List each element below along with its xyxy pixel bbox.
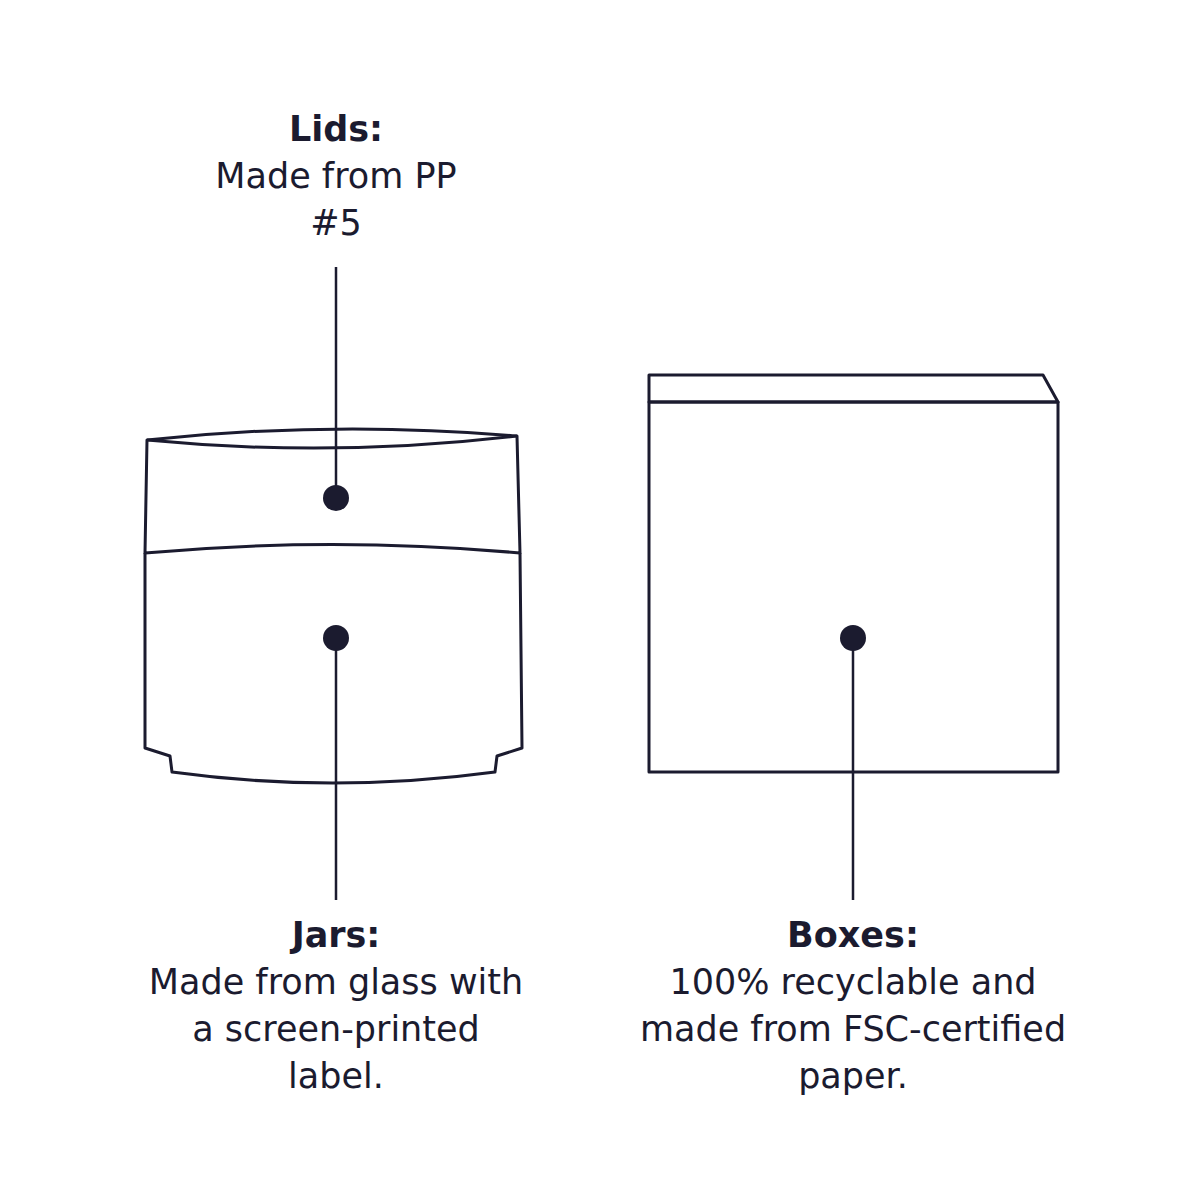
callout-text: Lids:Made from PP #5 bbox=[211, 106, 461, 247]
callout-body: 100% recyclable and made from FSC-certif… bbox=[633, 959, 1073, 1100]
jar-lid bbox=[145, 429, 520, 553]
leader-line bbox=[335, 638, 338, 900]
callout-body: Made from PP #5 bbox=[211, 153, 461, 247]
callout-heading: Lids: bbox=[211, 106, 461, 153]
callout-text: Jars:Made from glass with a screen-print… bbox=[141, 912, 531, 1100]
leader-line bbox=[335, 267, 338, 498]
jar-lid-rim bbox=[147, 436, 517, 448]
leader-dot bbox=[323, 485, 349, 511]
leader-dot bbox=[323, 625, 349, 651]
leader-dot bbox=[840, 625, 866, 651]
callout-heading: Boxes: bbox=[633, 912, 1073, 959]
box-lid bbox=[649, 375, 1058, 402]
callout-body: Made from glass with a screen-printed la… bbox=[141, 959, 531, 1100]
leader-line bbox=[852, 638, 855, 900]
callout-text: Boxes:100% recyclable and made from FSC-… bbox=[633, 912, 1073, 1100]
jar-body bbox=[145, 553, 522, 783]
callout-heading: Jars: bbox=[141, 912, 531, 959]
